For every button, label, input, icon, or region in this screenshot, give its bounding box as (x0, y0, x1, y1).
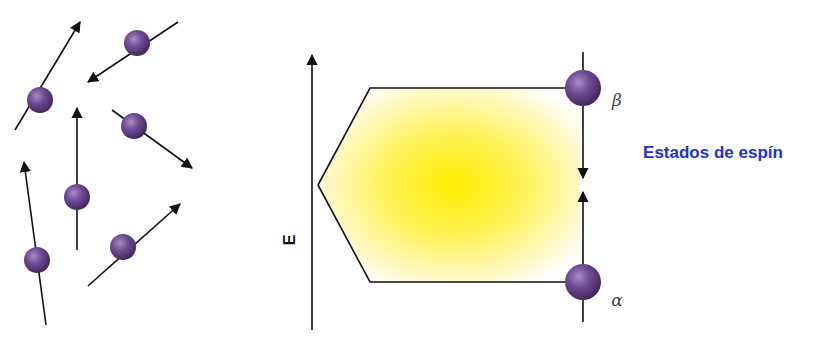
spin-particles (24, 30, 150, 273)
energy-axis (311, 55, 313, 330)
caption-label: Estados de espín (643, 144, 783, 161)
beta-spin-particle (565, 70, 601, 106)
label-holder: α (611, 292, 622, 309)
label-holder: β (612, 92, 622, 109)
axis-label: E (282, 235, 298, 246)
alpha-spin-particle (565, 264, 601, 300)
state-label: α (611, 292, 622, 309)
label-holder: E (282, 235, 298, 246)
lower-level-line (318, 185, 580, 282)
state-label: β (612, 92, 622, 109)
random-spins (15, 22, 192, 325)
energy-gap-fill (318, 88, 580, 282)
upper-level-line (318, 88, 580, 185)
label-holder: Estados de espín (643, 144, 783, 161)
